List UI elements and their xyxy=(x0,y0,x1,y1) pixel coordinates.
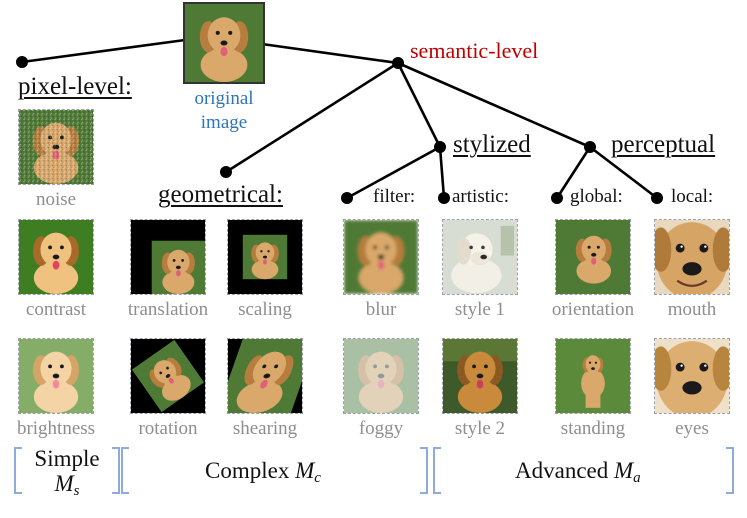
edge-perceptual-global xyxy=(555,146,592,199)
original-image xyxy=(183,2,265,84)
edge-semantic-geometrical xyxy=(225,61,399,174)
foggy-image xyxy=(343,338,419,414)
dog-photo-icon xyxy=(19,339,93,413)
dog-photo-icon xyxy=(19,220,93,294)
node-geometrical xyxy=(220,166,232,178)
advanced-bracket-left xyxy=(433,447,441,494)
node-pixel-level xyxy=(16,56,28,68)
scaling-image xyxy=(227,219,303,295)
node-stylized xyxy=(434,141,446,153)
dog-photo-icon xyxy=(185,4,263,82)
edge-semantic-stylized xyxy=(396,62,442,148)
blur-image xyxy=(343,219,419,295)
orientation-image xyxy=(555,219,631,295)
contrast-image xyxy=(18,219,94,295)
blur-caption: blur xyxy=(365,299,397,320)
brightness-image xyxy=(18,338,94,414)
advanced-group-label: Advanced Ma xyxy=(515,457,641,492)
noise-caption: noise xyxy=(35,189,77,210)
node-semantic-level xyxy=(392,57,404,69)
complex-bracket-left xyxy=(121,447,129,494)
style2-image xyxy=(442,338,518,414)
node-local xyxy=(651,192,663,204)
advanced-bracket-right xyxy=(726,447,734,494)
dog-photo-icon xyxy=(655,220,729,294)
edge-stylized-artistic xyxy=(438,146,446,199)
edge-semantic-perceptual xyxy=(397,61,591,149)
pixel-level-header: pixel-level: xyxy=(18,73,132,100)
shearing-image xyxy=(227,338,303,414)
contrast-caption: contrast xyxy=(25,299,87,320)
dog-photo-icon xyxy=(556,220,630,294)
mouth-image xyxy=(654,219,730,295)
global-label: global: xyxy=(570,186,623,207)
advanced-word: Advanced xyxy=(515,458,609,483)
geometrical-header: geometrical: xyxy=(158,181,283,208)
original-label-line1: original xyxy=(194,88,254,109)
filter-label: filter: xyxy=(373,186,416,207)
semantic-level-label: semantic-level xyxy=(410,38,539,63)
standing-image xyxy=(555,338,631,414)
tree-edges xyxy=(21,38,658,200)
style1-caption: style 1 xyxy=(454,299,506,320)
edge-root-pixel xyxy=(21,38,186,64)
simple-bracket-right xyxy=(112,447,120,494)
standing-caption: standing xyxy=(560,418,626,439)
style2-caption: style 2 xyxy=(454,418,506,439)
simple-group-label: Simple Ms xyxy=(26,446,108,504)
rotation-caption: rotation xyxy=(138,418,198,439)
node-global xyxy=(551,192,563,204)
simple-symbol: Ms xyxy=(54,471,80,499)
stylized-header: stylized xyxy=(453,131,531,158)
perceptual-header: perceptual xyxy=(611,131,716,158)
complex-symbol: Mc xyxy=(295,458,321,486)
complex-bracket-right xyxy=(420,447,428,494)
eyes-image xyxy=(654,338,730,414)
edge-perceptual-local xyxy=(589,145,658,200)
rotation-image xyxy=(130,338,206,414)
edge-stylized-filter xyxy=(346,145,441,200)
complex-word: Complex xyxy=(205,458,290,483)
dog-photo-icon xyxy=(655,339,729,413)
dog-photo-icon xyxy=(344,339,418,413)
orientation-caption: orientation xyxy=(551,299,635,320)
translation-caption: translation xyxy=(127,299,209,320)
original-label-line2: image xyxy=(200,112,248,133)
node-perceptual xyxy=(584,141,596,153)
noise-image xyxy=(18,109,94,185)
dog-photo-icon xyxy=(344,220,418,294)
simple-word: Simple xyxy=(34,446,100,471)
dog-photo-icon xyxy=(443,220,517,294)
eyes-caption: eyes xyxy=(675,418,709,439)
mouth-caption: mouth xyxy=(667,299,717,320)
original-image-label: original image xyxy=(169,87,279,135)
artistic-label: artistic: xyxy=(452,186,509,207)
local-label: local: xyxy=(671,186,714,207)
shearing-caption: shearing xyxy=(232,418,298,439)
simple-bracket-left xyxy=(14,447,22,494)
node-artistic xyxy=(438,192,450,204)
scaling-caption: scaling xyxy=(238,299,292,320)
style1-image xyxy=(442,219,518,295)
edge-root-semantic xyxy=(261,42,399,65)
translation-image xyxy=(130,219,206,295)
advanced-symbol: Ma xyxy=(614,458,641,486)
dog-photo-icon xyxy=(443,339,517,413)
dog-photo-icon xyxy=(131,220,205,294)
dog-photo-icon xyxy=(556,339,630,413)
node-filter xyxy=(341,192,353,204)
dog-photo-icon xyxy=(228,220,302,294)
dog-photo-icon xyxy=(228,339,302,413)
dog-photo-icon xyxy=(131,339,205,413)
brightness-caption: brightness xyxy=(16,418,96,439)
foggy-caption: foggy xyxy=(358,418,404,439)
complex-group-label: Complex Mc xyxy=(205,457,321,492)
dog-photo-icon xyxy=(19,110,93,184)
